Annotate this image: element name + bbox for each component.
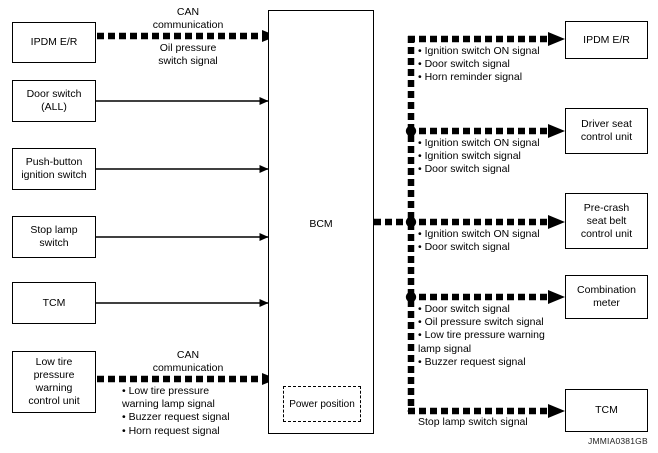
output-signals-pre-crash-seat-belt-control-unit: • Ignition switch ON signal • Door switc…	[418, 228, 540, 254]
output-wire-driver-seat-control-unit	[405, 124, 565, 138]
input-node-push-button-ignition-switch[interactable]: Push-button ignition switch	[12, 148, 96, 190]
output-wire-combination-meter	[405, 290, 565, 304]
output-node-combination-meter[interactable]: Combination meter	[565, 275, 648, 319]
bcm-box[interactable]	[268, 10, 374, 434]
input-note-low-tire-pressure-below: • Low tire pressure warning lamp signal …	[122, 385, 230, 437]
output-wire-ipdm-er	[408, 32, 565, 46]
input-note-ipdm-er-above: CAN communication	[152, 6, 224, 32]
input-node-ipdm-er[interactable]: IPDM E/R	[12, 22, 96, 63]
figure-code: JMMIA0381GB	[588, 436, 648, 446]
output-signals-tcm: Stop lamp switch signal	[418, 416, 528, 428]
output-wire-pre-crash-seat-belt-control-unit	[405, 215, 565, 229]
bcm-label: BCM	[309, 218, 333, 230]
output-node-tcm[interactable]: TCM	[565, 389, 648, 432]
power-position-box[interactable]: Power position	[283, 386, 361, 422]
output-signals-ipdm-er: • Ignition switch ON signal • Door switc…	[418, 45, 540, 84]
input-node-door-switch[interactable]: Door switch (ALL)	[12, 80, 96, 122]
output-signals-driver-seat-control-unit: • Ignition switch ON signal • Ignition s…	[418, 137, 540, 176]
input-node-low-tire-pressure-warning-control-unit[interactable]: Low tire pressure warning control unit	[12, 351, 96, 413]
output-node-driver-seat-control-unit[interactable]: Driver seat control unit	[565, 108, 648, 154]
output-signals-combination-meter: • Door switch signal • Oil pressure swit…	[418, 303, 545, 368]
input-note-ipdm-er-below: Oil pressure switch signal	[158, 42, 218, 68]
output-node-ipdm-er[interactable]: IPDM E/R	[565, 21, 648, 59]
input-note-low-tire-pressure-above: CAN communication	[152, 349, 224, 375]
output-node-pre-crash-seat-belt-control-unit[interactable]: Pre-crash seat belt control unit	[565, 193, 648, 249]
input-node-stop-lamp-switch[interactable]: Stop lamp switch	[12, 216, 96, 258]
input-node-tcm[interactable]: TCM	[12, 282, 96, 324]
